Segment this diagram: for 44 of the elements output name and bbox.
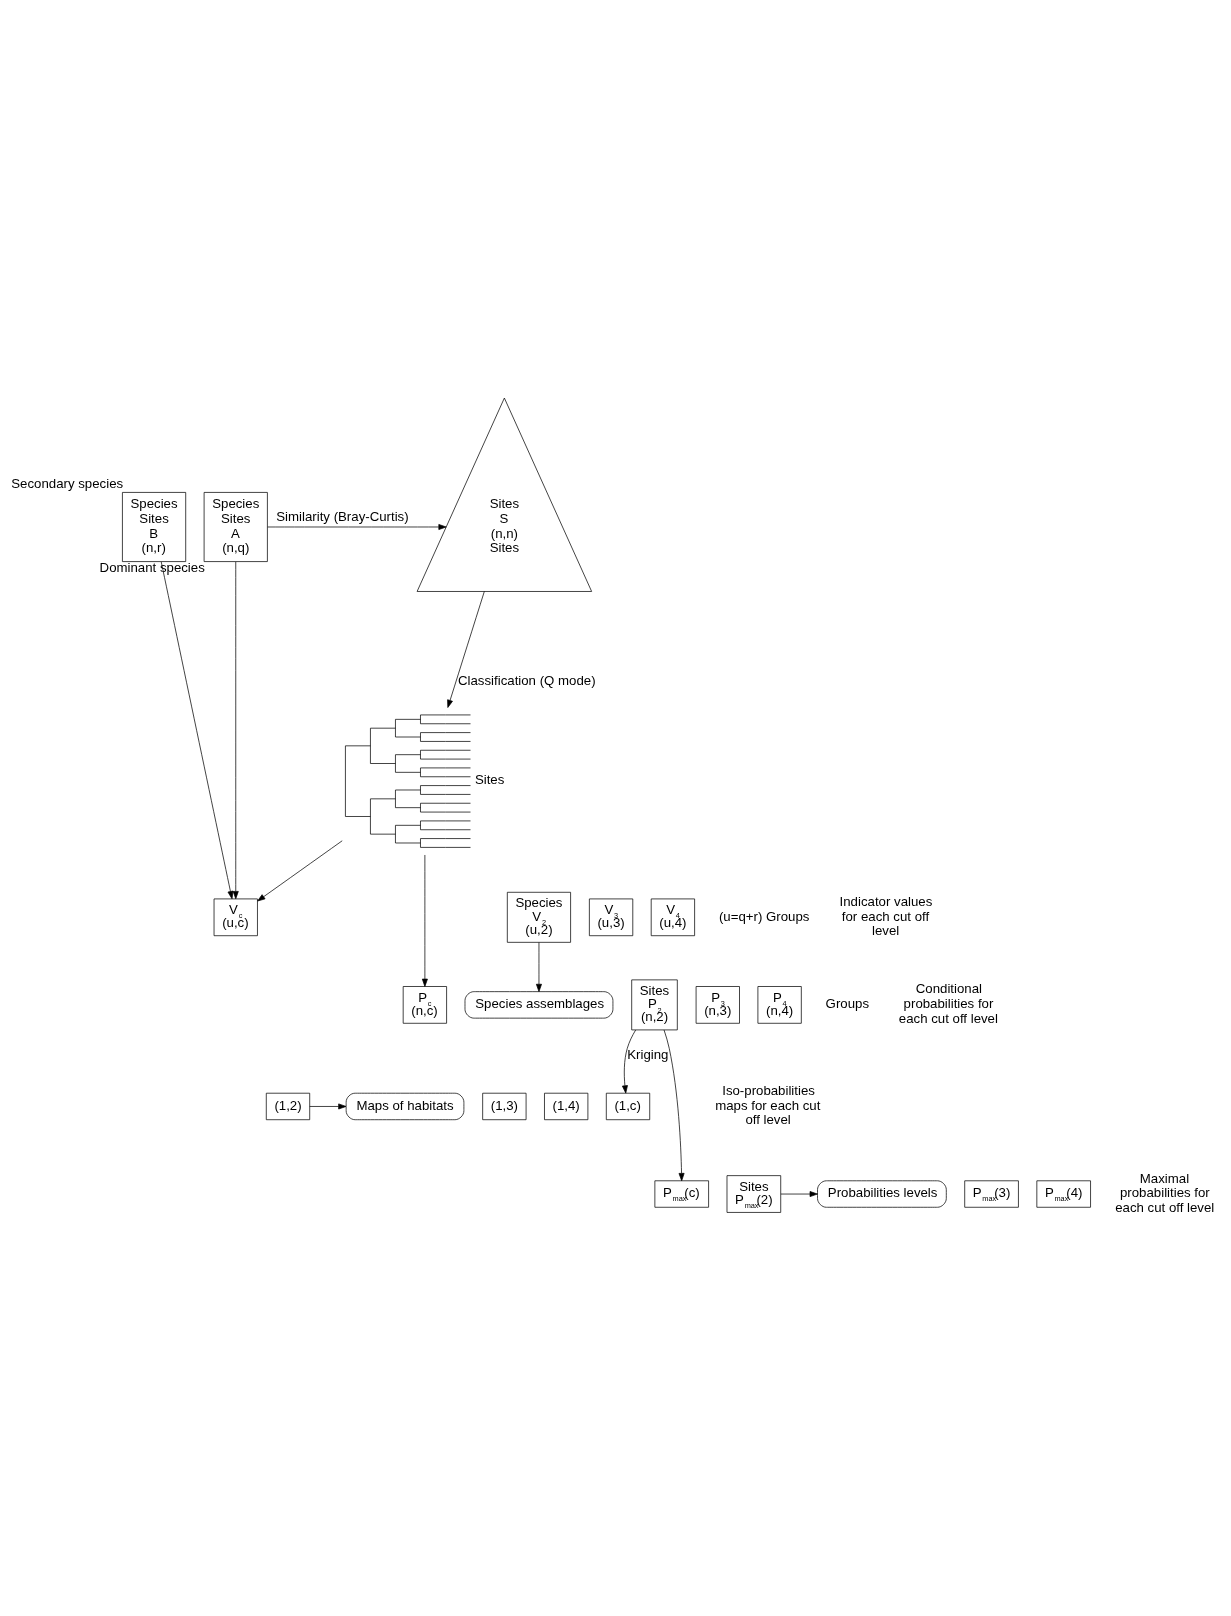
node-box: (1,3) (482, 1092, 527, 1120)
label: Maximal probabilities for each cut off level (1115, 1170, 1215, 1215)
arrow (309, 1103, 347, 1109)
node-box: V$_{3}$ (u,3) (589, 898, 634, 936)
arrow (447, 590, 485, 708)
arrow (536, 941, 542, 992)
arrow (622, 1029, 637, 1093)
node-box: Species V$_{2}$ (u,2) (506, 891, 571, 943)
node-box: (1,2) (265, 1092, 311, 1120)
node-box: Sites P$_{max}$(2) (726, 1174, 782, 1213)
node-box: P$_{max}$(c) (654, 1179, 709, 1208)
node-box: Sites P$_{2}$ (n,2) (631, 979, 678, 1030)
arrow (663, 1029, 685, 1181)
arrow (232, 561, 239, 899)
arrow (780, 1190, 818, 1197)
node-box: V$_{4}$ (u,4) (650, 898, 695, 936)
node-text: Sites (474, 771, 505, 787)
node-box: V$_{c}$ (u,c) (213, 898, 258, 936)
label: (u=q+r) Groups (718, 908, 810, 924)
node-box: P$_{c}$ (n,c) (402, 985, 447, 1024)
node-box: P$_{max}$(4) (1036, 1179, 1091, 1208)
node-label: Dominant species (99, 559, 205, 575)
label: Conditional probabilities for each cut off level (898, 980, 998, 1026)
arrow (257, 839, 343, 901)
label: Indicator values for each cut off level (839, 893, 933, 938)
label: Iso-probabilities maps for each cut off level (715, 1082, 821, 1127)
node-box: Species assemblages (464, 990, 614, 1018)
node-box: Species Sites A (n,q) (203, 491, 268, 562)
arrow (267, 523, 447, 530)
node-box: P$_{3}$ (n,3) (695, 985, 740, 1024)
edge-label: Classification (Q mode) (458, 672, 596, 688)
node-box: (1,c) (605, 1092, 651, 1120)
node-box: Species Sites B (n,r) (122, 491, 187, 562)
node-box: P$_{4}$ (n,4) (757, 985, 802, 1024)
edge-label: Kriging (627, 1046, 669, 1062)
node-box: (1,4) (544, 1092, 589, 1120)
node-box: Probabilities levels (817, 1179, 947, 1208)
arrow (421, 854, 428, 987)
label: Groups (825, 995, 870, 1011)
node-label: Secondary species (11, 475, 124, 491)
edge-label: Similarity (Bray-Curtis) (276, 508, 409, 524)
node-box: P$_{max}$(3) (964, 1179, 1019, 1208)
node-box: Maps of habitats (345, 1092, 465, 1120)
arrow (160, 561, 234, 899)
